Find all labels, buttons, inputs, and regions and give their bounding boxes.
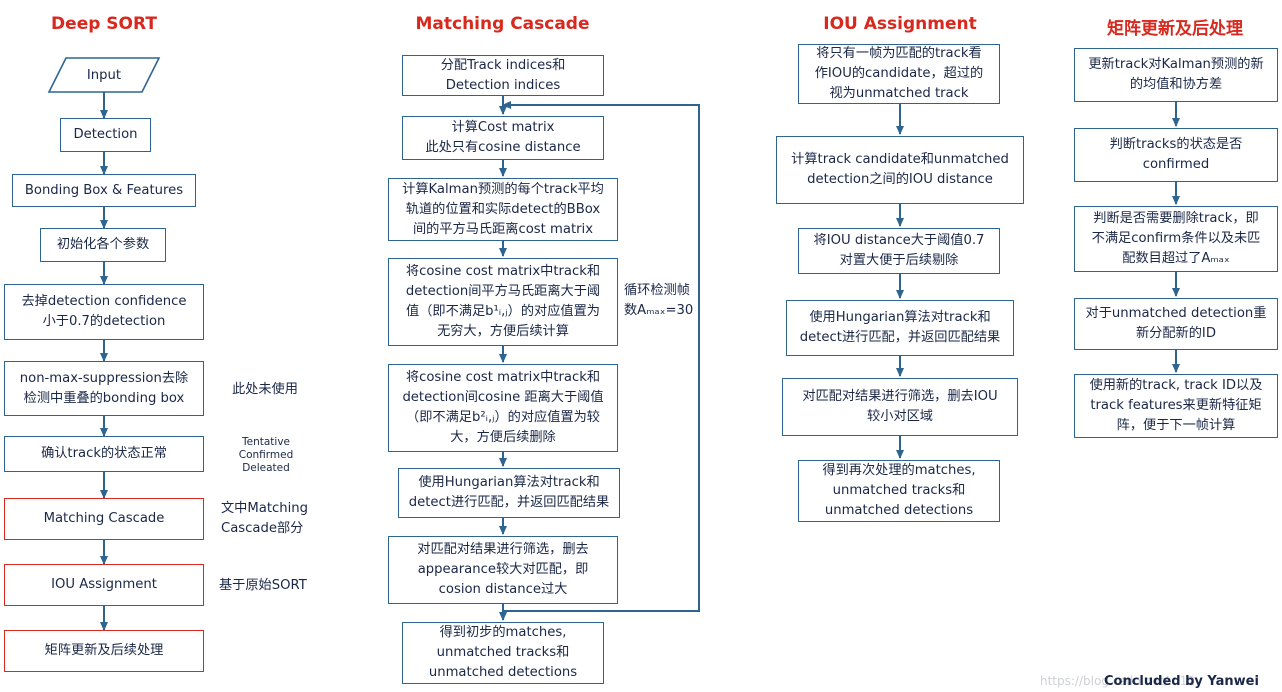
note-iou-ref: 基于原始SORT	[219, 578, 307, 593]
title-matching-cascade: Matching Cascade	[415, 14, 590, 34]
node-matrix-update: 矩阵更新及后续处理	[4, 630, 204, 672]
footer-credit: Concluded by Yanwei	[1104, 674, 1259, 689]
arrow-mc-loop	[502, 101, 700, 612]
node-confirm-state: 确认track的状态正常	[4, 436, 204, 472]
node-mc-gate-mahalanobis: 将cosine cost matrix中track和 detection间平方马…	[388, 258, 618, 346]
note-loop-frames: 循环检测帧 数Aₘₐₓ=30	[624, 283, 694, 318]
input-parallelogram	[47, 57, 161, 93]
node-mc-hungarian: 使用Hungarian算法对track和 detect进行匹配，并返回匹配结果	[398, 468, 620, 518]
node-up-new-id: 对于unmatched detection重 新分配新的ID	[1074, 298, 1278, 350]
title-matrix-update: 矩阵更新及后处理	[1107, 19, 1243, 39]
node-iou-threshold: 将IOU distance大于阈值0.7 对置大便于后续剔除	[798, 228, 1000, 274]
node-iou-filter: 对匹配对结果进行筛选，删去IOU 较小对区域	[782, 378, 1018, 436]
note-states: Tentative Confirmed Deleated	[238, 436, 294, 474]
node-iou-candidate: 将只有一帧为匹配的track看 作IOU的candidate，超过的 视为unm…	[798, 44, 1000, 104]
note-unused: 此处未使用	[232, 382, 298, 397]
node-up-features: 使用新的track, track ID以及 track features来更新特…	[1074, 374, 1278, 438]
node-up-kalman: 更新track对Kalman预测的新 的均值和协方差	[1074, 48, 1278, 102]
node-remove-low-conf: 去掉detection confidence 小于0.7的detection	[4, 284, 204, 340]
node-mc-cost-matrix: 计算Cost matrix 此处只有cosine distance	[402, 116, 604, 160]
node-iou-assignment: IOU Assignment	[4, 564, 204, 606]
node-up-delete: 判断是否需要删除track，即 不满足confirm条件以及未匹 配数目超过了A…	[1074, 206, 1278, 272]
node-nms: non-max-suppression去除 检测中重叠的bonding box	[4, 361, 204, 416]
node-mc-mahalanobis: 计算Kalman预测的每个track平均 轨道的位置和实际detect的BBox…	[388, 178, 618, 241]
node-mc-filter: 对匹配对结果进行筛选，删去 appearance较大对匹配，即 cosion d…	[388, 536, 618, 604]
note-matching-ref: 文中Matching Cascade部分	[221, 501, 309, 536]
node-init-params: 初始化各个参数	[40, 228, 166, 262]
node-mc-gate-cosine: 将cosine cost matrix中track和 detection间cos…	[388, 364, 618, 452]
node-input: Input	[86, 67, 122, 83]
node-matching-cascade: Matching Cascade	[4, 498, 204, 540]
node-detection: Detection	[60, 118, 151, 152]
watermark: https://blog.csdn.net/...12	[1040, 674, 1196, 688]
node-up-confirmed: 判断tracks的状态是否 confirmed	[1074, 128, 1278, 182]
node-mc-result: 得到初步的matches, unmatched tracks和 unmatche…	[402, 622, 604, 684]
node-iou-distance: 计算track candidate和unmatched detection之间的…	[776, 136, 1024, 204]
node-iou-hungarian: 使用Hungarian算法对track和 detect进行匹配，并返回匹配结果	[786, 300, 1014, 356]
title-iou-assignment: IOU Assignment	[823, 14, 977, 34]
node-iou-result: 得到再次处理的matches, unmatched tracks和 unmatc…	[798, 460, 1000, 522]
node-bbox-features: Bonding Box & Features	[12, 174, 196, 207]
node-mc-assign-indices: 分配Track indices和 Detection indices	[402, 55, 604, 96]
title-deep-sort: Deep SORT	[51, 14, 157, 34]
